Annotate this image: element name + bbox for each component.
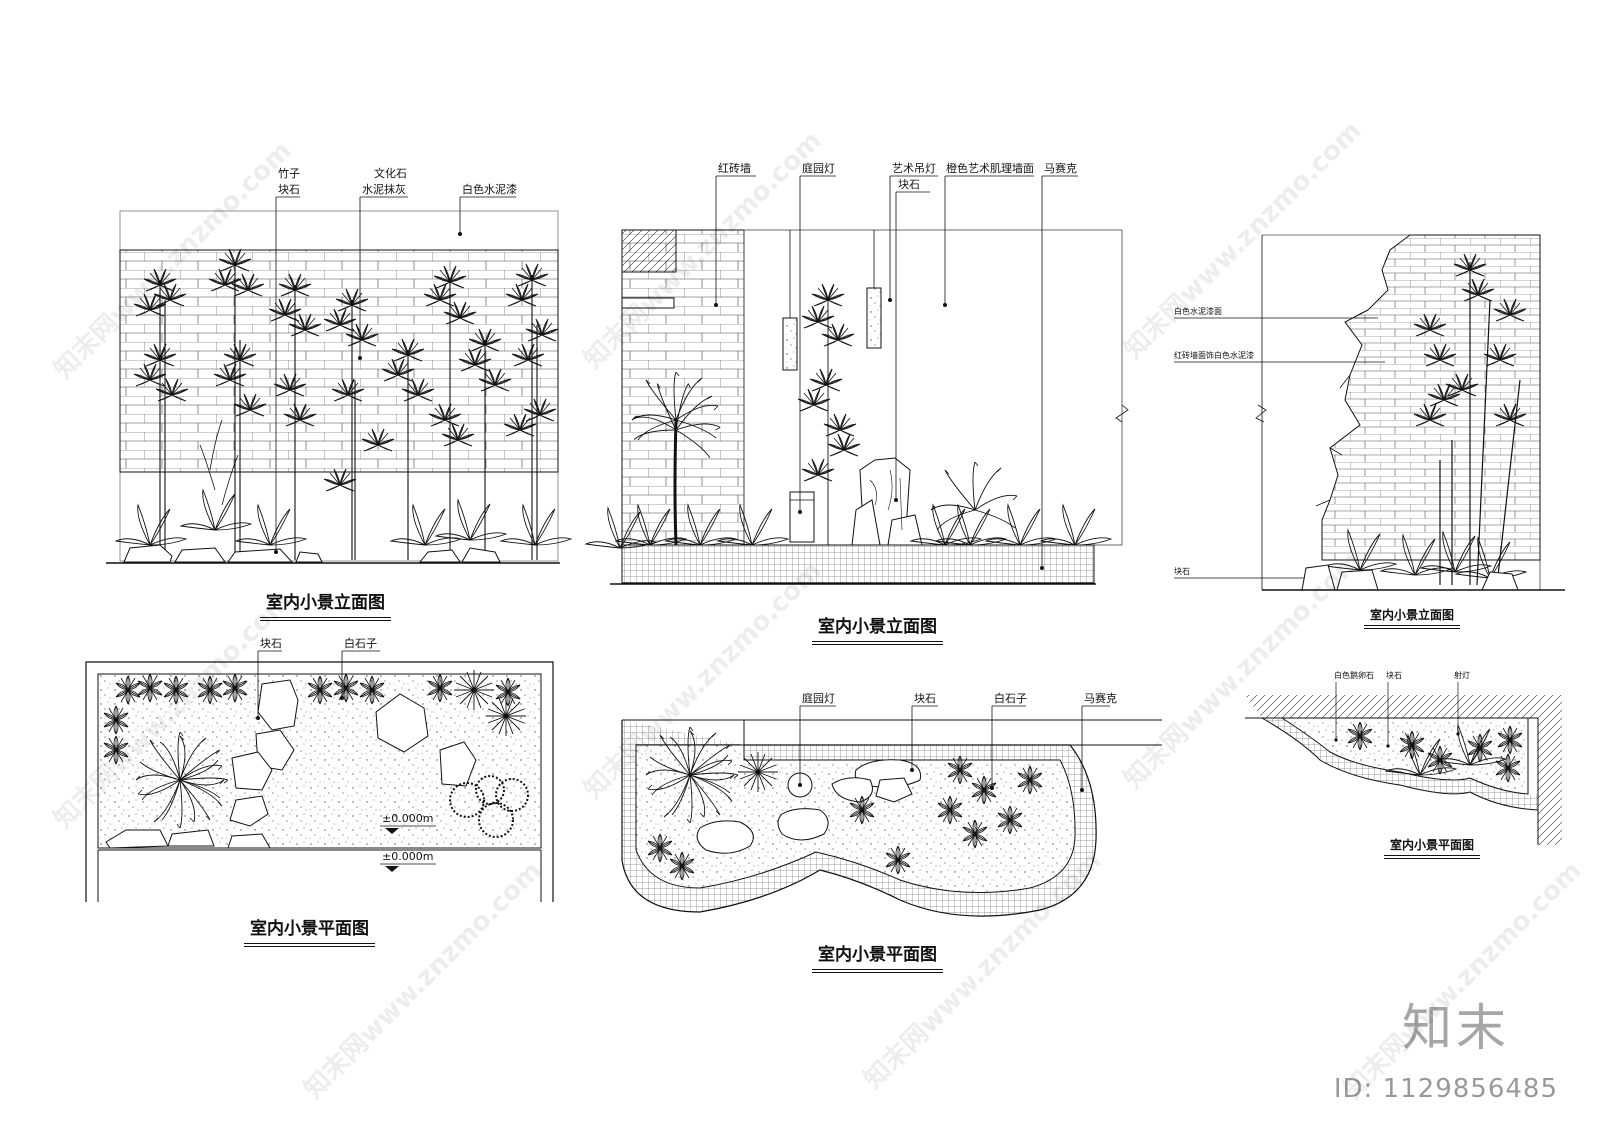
elevation-3: [1174, 234, 1565, 591]
label-art-pendant-lamp: 艺术吊灯: [892, 162, 936, 175]
label-orange-textured-wall: 橙色艺术肌理墙面: [946, 162, 1034, 175]
label-white-pebbles: 白石子: [994, 692, 1027, 705]
elevation-2: [585, 175, 1129, 585]
label-spotlight: 射灯: [1454, 671, 1470, 680]
label-cement-plaster: 水泥抹灰: [362, 183, 406, 196]
label-white-cement-paint-face: 白色水泥漆面: [1174, 307, 1222, 316]
label-mosaic: 马赛克: [1044, 162, 1077, 175]
label-block-stone: 块石: [1174, 567, 1190, 576]
image-id: ID: 1129856485: [1333, 1074, 1558, 1104]
plan-3: [1245, 682, 1562, 845]
elevation-mark-lower: ±0.000m: [382, 850, 434, 863]
title-elevation-1: 室内小景立面图: [260, 588, 391, 621]
label-red-brick-white-paint: 红砖墙面饰白色水泥漆: [1174, 351, 1254, 360]
label-block-stone: 块石: [1386, 671, 1402, 680]
label-garden-lamp: 庭园灯: [802, 162, 835, 175]
label-bamboo: 竹子: [278, 167, 300, 180]
label-block-stone: 块石: [260, 637, 282, 650]
label-white-cobblestone: 白色鹅卵石: [1334, 671, 1374, 680]
title-plan-2: 室内小景平面图: [812, 940, 943, 973]
label-white-pebbles: 白石子: [344, 637, 377, 650]
plan-1: [85, 650, 554, 902]
title-plan-1: 室内小景平面图: [244, 914, 375, 947]
elevation-mark-upper: ±0.000m: [382, 812, 434, 825]
label-block-stone: 块石: [898, 178, 920, 191]
label-mosaic: 马赛克: [1084, 692, 1117, 705]
plan-2: [621, 705, 1162, 917]
brand-logo: 知末: [1402, 999, 1510, 1057]
title-plan-3: 室内小景平面图: [1384, 836, 1481, 859]
elevation-1: [106, 196, 572, 564]
label-white-cement-paint: 白色水泥漆: [462, 183, 517, 196]
label-block-stone: 块石: [278, 183, 300, 196]
label-block-stone: 块石: [914, 692, 936, 705]
label-red-brick-wall: 红砖墙: [718, 162, 751, 175]
title-elevation-2: 室内小景立面图: [812, 612, 943, 645]
label-garden-lamp: 庭园灯: [802, 692, 835, 705]
label-culture-stone: 文化石: [374, 167, 407, 180]
title-elevation-3: 室内小景立面图: [1364, 606, 1461, 629]
